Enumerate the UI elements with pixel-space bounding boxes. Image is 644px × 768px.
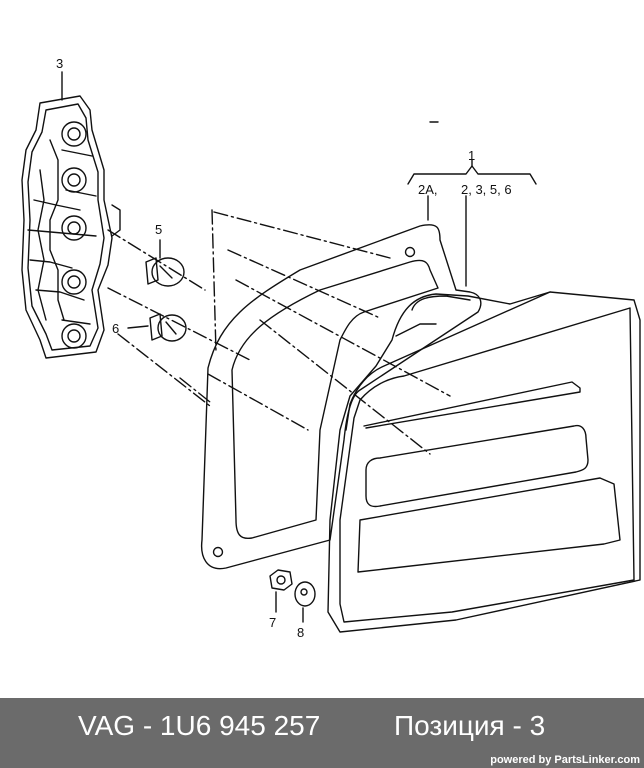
callout-1: 1 bbox=[468, 148, 475, 163]
tail-light-lens bbox=[327, 291, 641, 633]
callout-3: 3 bbox=[56, 56, 63, 71]
callout-6: 6 bbox=[112, 321, 119, 336]
callout-1-left: 2A, bbox=[418, 182, 438, 197]
bulb-6 bbox=[149, 313, 187, 342]
washer-8 bbox=[294, 581, 316, 607]
diagram-svg: 3 5 6 7 8 1 2A, 2, 3, 5, 6 bbox=[21, 56, 641, 640]
bulb-holder bbox=[21, 95, 121, 359]
parts-diagram: 3 5 6 7 8 1 2A, 2, 3, 5, 6 bbox=[21, 56, 641, 640]
part-number-label: VAG - 1U6 945 257 bbox=[78, 710, 321, 741]
leader-lines bbox=[61, 71, 537, 623]
callout-7: 7 bbox=[269, 615, 276, 630]
callout-1-right: 2, 3, 5, 6 bbox=[461, 182, 512, 197]
powered-by-link[interactable]: powered by PartsLinker.com bbox=[490, 754, 640, 766]
bulb-5 bbox=[145, 257, 185, 287]
footer-bar: VAG - 1U6 945 257 Позиция - 3 powered by… bbox=[0, 698, 644, 768]
position-label: Позиция - 3 bbox=[394, 710, 546, 741]
alignment-lines bbox=[107, 209, 451, 455]
tail-light-housing bbox=[200, 224, 482, 570]
callout-5: 5 bbox=[155, 222, 162, 237]
callout-8: 8 bbox=[297, 625, 304, 640]
nut-7 bbox=[269, 569, 293, 591]
